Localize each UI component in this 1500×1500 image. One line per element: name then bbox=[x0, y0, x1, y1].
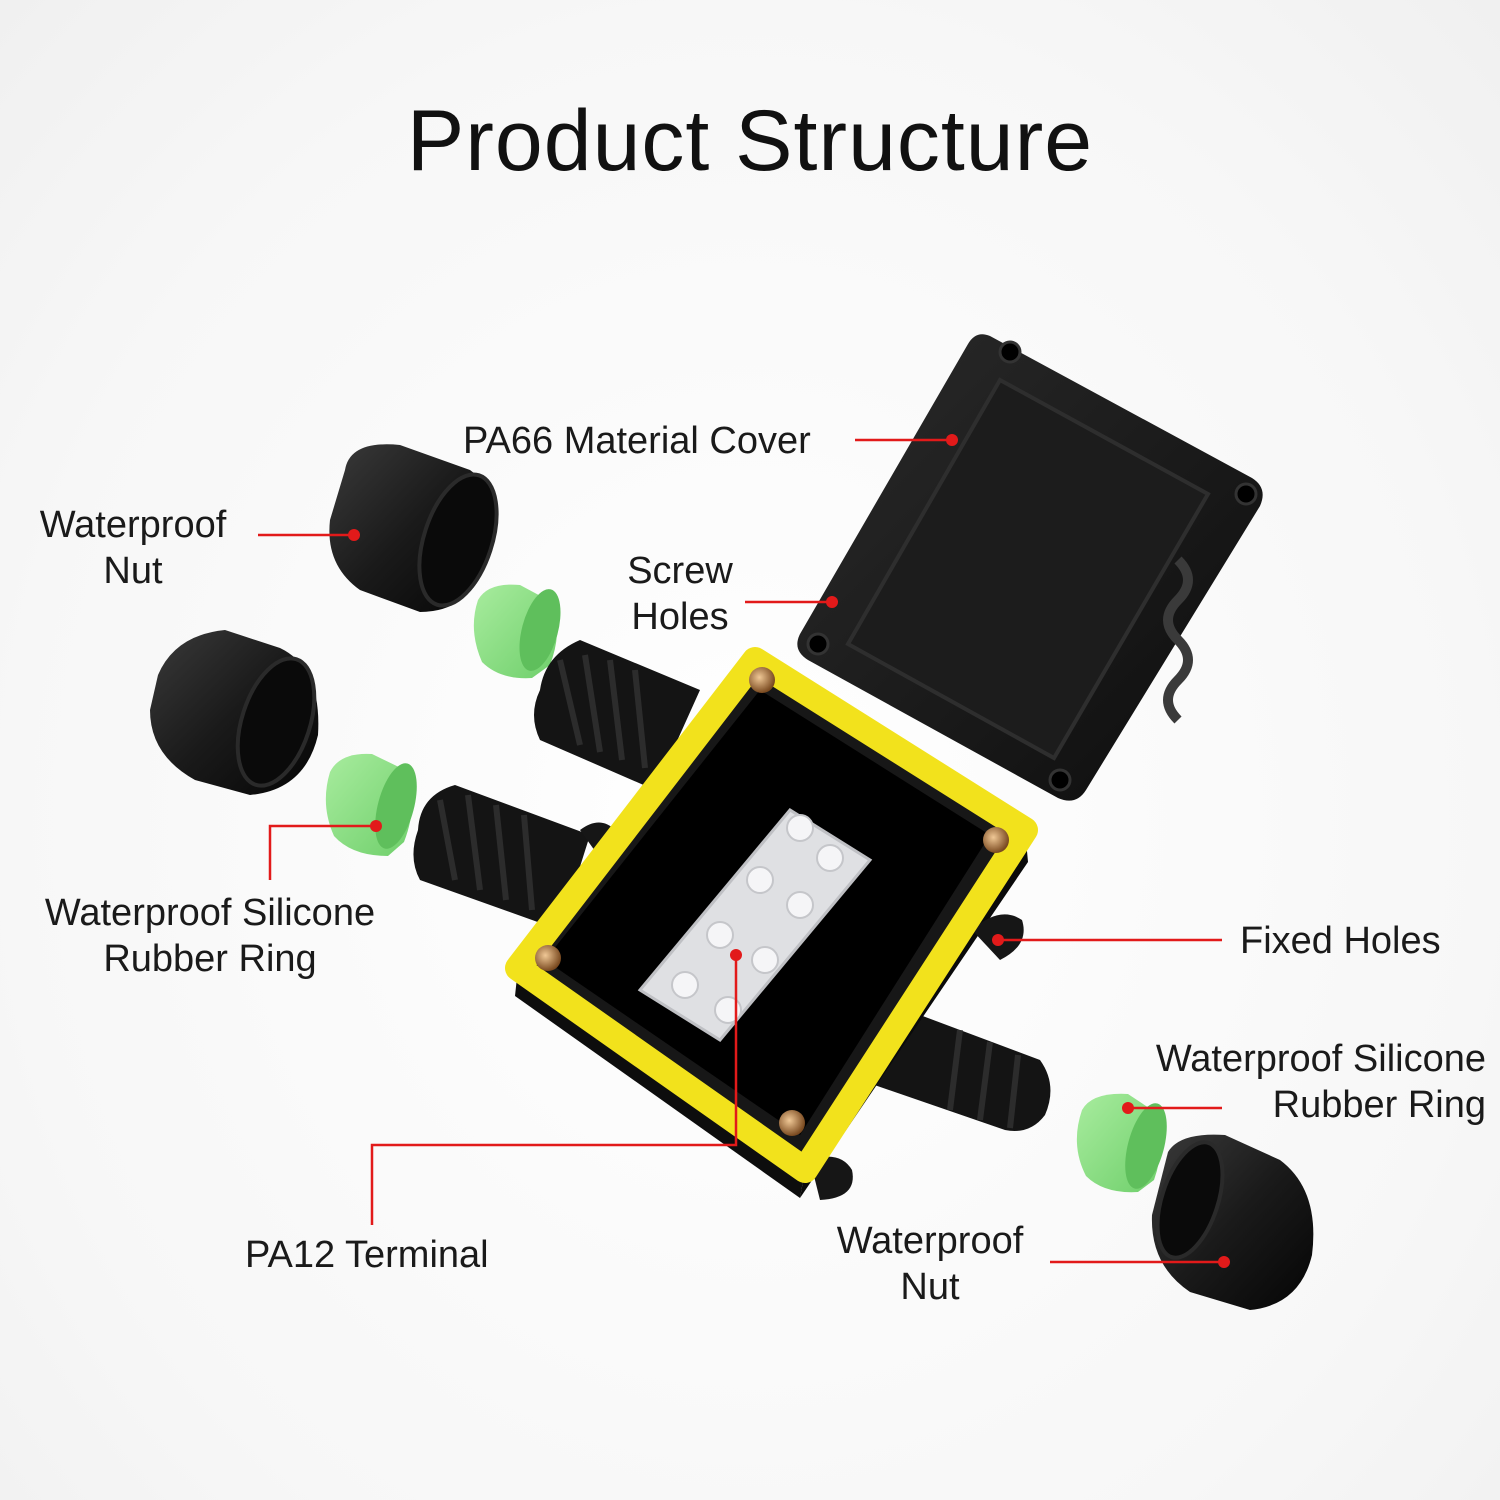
label-ring-left: Waterproof Silicone Rubber Ring bbox=[20, 890, 400, 982]
leader-ring-left bbox=[268, 824, 376, 880]
label-screw-holes: Screw Holes bbox=[610, 548, 750, 640]
nut-left bbox=[150, 630, 319, 795]
gland-top bbox=[534, 640, 700, 790]
box-screw bbox=[779, 1110, 805, 1136]
label-line: Screw bbox=[627, 550, 733, 592]
marker-dot bbox=[992, 934, 1004, 946]
nut-top-left bbox=[329, 444, 499, 612]
cover-screw-hole bbox=[1234, 482, 1258, 506]
marker-dot bbox=[946, 434, 958, 446]
cover-screw-hole bbox=[806, 632, 830, 656]
page-title: Product Structure bbox=[406, 93, 1094, 189]
label-line: Rubber Ring bbox=[1272, 1084, 1486, 1126]
label-line: Waterproof Silicone bbox=[44, 892, 376, 934]
terminal-block bbox=[637, 808, 873, 1042]
marker-dot bbox=[826, 596, 838, 608]
label-line: Holes bbox=[631, 596, 729, 638]
label-nut-right: Waterproof Nut bbox=[820, 1218, 1040, 1310]
marker-dot bbox=[1122, 1102, 1134, 1114]
label-line: Waterproof bbox=[836, 1220, 1024, 1262]
cover-screw-hole bbox=[998, 340, 1022, 364]
label-nut-left: Waterproof Nut bbox=[28, 502, 238, 594]
label-ring-right: Waterproof Silicone Rubber Ring bbox=[1100, 1036, 1486, 1128]
ring-right bbox=[1076, 1093, 1167, 1193]
marker-dot bbox=[730, 949, 742, 961]
box-screw bbox=[535, 945, 561, 971]
ring-left bbox=[325, 753, 417, 856]
yellow-seal bbox=[505, 647, 1038, 1183]
label-line: Nut bbox=[103, 550, 163, 592]
label-fixed-holes: Fixed Holes bbox=[1240, 920, 1441, 962]
cover-screw-hole bbox=[1048, 768, 1072, 792]
nut-right bbox=[1151, 1134, 1314, 1310]
label-line: Rubber Ring bbox=[103, 938, 317, 980]
leader-terminal bbox=[370, 955, 738, 1225]
cover bbox=[797, 334, 1263, 801]
label-line: Waterproof Silicone bbox=[1155, 1038, 1486, 1080]
marker-dot bbox=[1218, 1256, 1230, 1268]
label-cover: PA66 Material Cover bbox=[463, 420, 811, 462]
label-line: Waterproof bbox=[39, 504, 227, 546]
marker-dot bbox=[370, 820, 382, 832]
marker-dot bbox=[348, 529, 360, 541]
box-screw bbox=[749, 667, 775, 693]
gland-left bbox=[413, 785, 590, 930]
ring-top bbox=[473, 584, 561, 679]
box-screw bbox=[983, 827, 1009, 853]
label-terminal: PA12 Terminal bbox=[245, 1234, 489, 1276]
label-line: Nut bbox=[900, 1266, 960, 1308]
